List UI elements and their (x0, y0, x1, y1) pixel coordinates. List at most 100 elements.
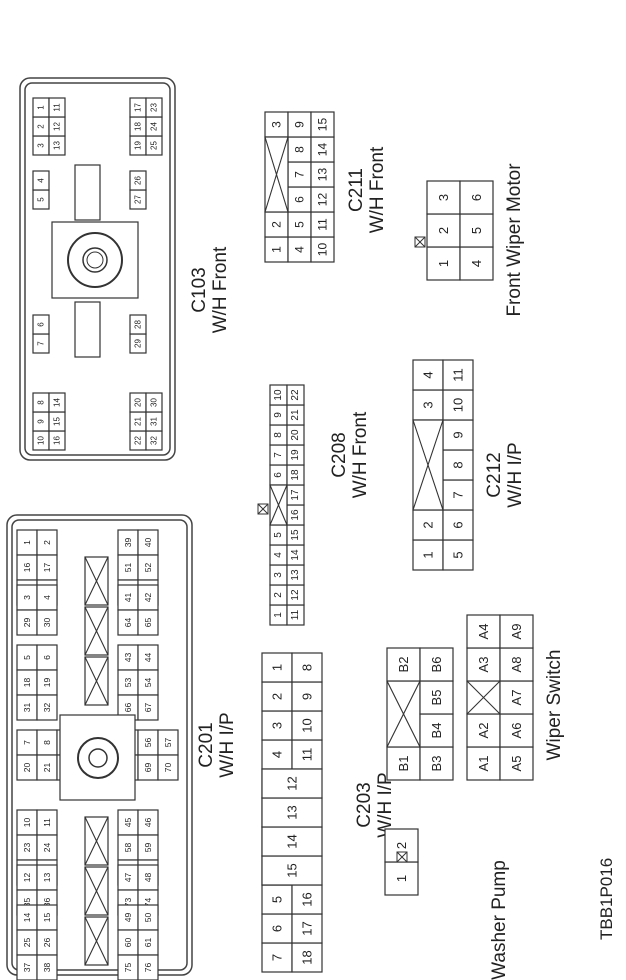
c212-label: C212 (484, 452, 505, 497)
pin-number: 64 (123, 618, 133, 628)
pin-number: 2 (421, 521, 436, 528)
lock-tab-icon (414, 236, 426, 248)
pin-number: 11 (316, 218, 330, 231)
pin-number: B2 (396, 657, 411, 673)
pin-number: 15 (316, 118, 330, 132)
pin-number: 7 (37, 341, 46, 346)
pin-number: 14 (285, 834, 300, 848)
pin-number: 20 (290, 429, 301, 441)
pin-number: 12 (22, 873, 32, 883)
pin-number: A8 (509, 657, 524, 673)
pin-number: 45 (123, 818, 133, 828)
pin-number: 61 (143, 938, 153, 948)
pin-number: 22 (290, 389, 301, 401)
pin-number: A6 (509, 723, 524, 739)
blank-cavity-mark (84, 656, 109, 706)
pin-number: 15 (53, 417, 62, 426)
pin-number: 6 (469, 194, 484, 201)
pin-number: 9 (451, 431, 466, 438)
pin-number: 51 (123, 563, 133, 573)
pin-cell (442, 359, 474, 391)
pin-number: 11 (300, 748, 315, 762)
pin-number: 2 (37, 124, 46, 129)
pin-number: 70 (163, 763, 173, 773)
c103-guide-slot (74, 164, 101, 221)
pin-number: 58 (123, 843, 133, 853)
pin-number: 14 (53, 398, 62, 407)
pin-number: 5 (451, 551, 466, 558)
pin-number: 29 (22, 618, 32, 628)
connector-c103: 1098161514763211312115422212032313029282… (19, 77, 231, 461)
pin-number: 4 (42, 595, 52, 600)
pin-number: 3 (22, 595, 32, 600)
pin-number: 18 (300, 950, 315, 964)
blank-cavity-mark (84, 556, 109, 606)
pin-number: 74 (143, 898, 153, 908)
pin-number: 18 (290, 469, 301, 481)
pin-number: 9 (293, 121, 307, 128)
pin-number: 8 (42, 740, 52, 745)
pin-number: 1 (37, 105, 46, 110)
pin-number: 13 (53, 141, 62, 150)
pin-number: 8 (273, 432, 284, 438)
pin-number: 30 (150, 398, 159, 407)
pin-number: 13 (42, 873, 52, 883)
pin-number: B1 (396, 756, 411, 772)
pin-number: 41 (123, 593, 133, 603)
c103-label: C103 (189, 267, 210, 312)
pin-number: 5 (22, 655, 32, 660)
pin-number: 7 (270, 954, 285, 961)
pin-number: 6 (293, 196, 307, 203)
c203-label: C203 (354, 782, 375, 827)
pin-number: 37 (22, 963, 32, 973)
pin-number: A1 (476, 756, 491, 772)
pin-number: 25 (150, 141, 159, 150)
pin-number: 27 (134, 195, 143, 204)
blank-cavity-mark (84, 916, 109, 966)
pin-number: 14 (316, 143, 330, 157)
pin-number: 10 (273, 389, 284, 401)
pin-number: 12 (290, 589, 301, 601)
pin-cell (157, 754, 179, 781)
pin-number: 4 (270, 751, 285, 758)
pin-number: 17 (42, 563, 52, 573)
c212-harness-label: W/H I/P (505, 442, 526, 507)
pin-number: A2 (476, 723, 491, 739)
pin-number: 4 (469, 260, 484, 267)
pin-number: 65 (143, 618, 153, 628)
blank-cavity-mark (386, 680, 421, 748)
pin-number: 9 (37, 419, 46, 424)
blank-cavity-mark (466, 680, 501, 715)
pin-number: 56 (143, 738, 153, 748)
pin-number: 23 (22, 843, 32, 853)
blank-cavity-mark (264, 136, 289, 213)
pin-number: 16 (290, 509, 301, 521)
c201-label: C201 (196, 722, 217, 767)
pin-number: 1 (436, 260, 451, 267)
pin-number: 10 (451, 398, 466, 412)
pin-number: 2 (270, 693, 285, 700)
pin-number: 13 (285, 805, 300, 819)
pin-number: 21 (42, 763, 52, 773)
pin-number: 12 (285, 776, 300, 790)
pin-number: 11 (290, 609, 301, 620)
pin-number: A5 (509, 756, 524, 772)
pin-number: 67 (143, 703, 153, 713)
pin-number: 13 (316, 168, 330, 182)
pin-number: A4 (476, 624, 491, 640)
pin-number: 17 (134, 103, 143, 112)
blank-cavity-mark (269, 484, 288, 526)
pin-cell (145, 97, 163, 118)
washer-pump-label: Washer Pump (489, 860, 510, 980)
pin-number: 17 (300, 921, 315, 935)
c203-harness-label: W/H I/P (375, 772, 396, 837)
pin-number: 6 (37, 322, 46, 327)
pin-number: 3 (37, 143, 46, 148)
pin-number: 25 (22, 938, 32, 948)
pin-number: 46 (143, 818, 153, 828)
pin-number: 11 (42, 818, 52, 827)
